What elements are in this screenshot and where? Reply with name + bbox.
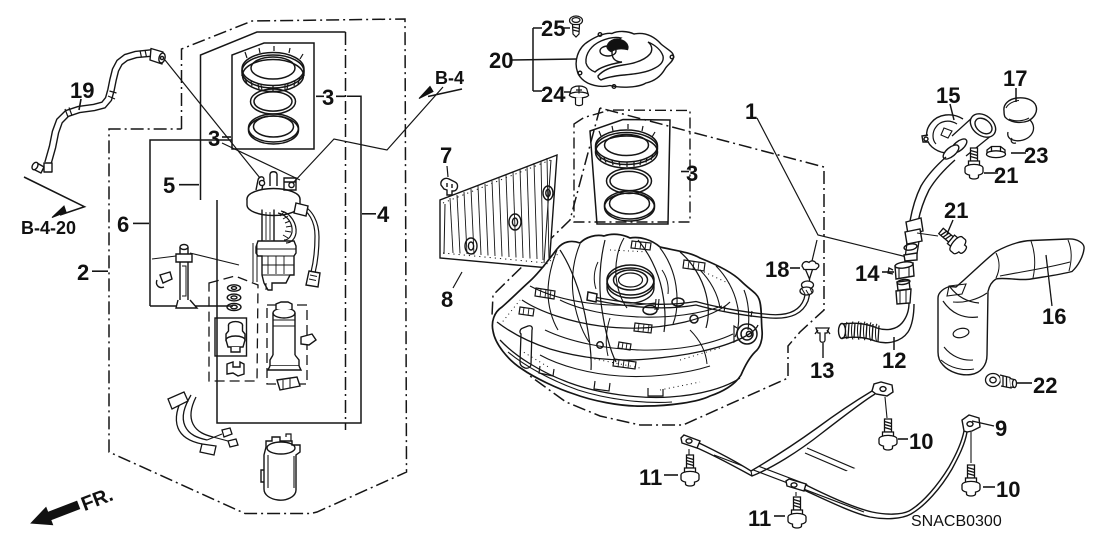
svg-text:22: 22 bbox=[1033, 373, 1057, 398]
svg-text:3: 3 bbox=[208, 126, 220, 151]
svg-text:23: 23 bbox=[1024, 143, 1048, 168]
svg-text:17: 17 bbox=[1003, 66, 1027, 91]
svg-text:10: 10 bbox=[996, 477, 1020, 502]
svg-text:24: 24 bbox=[541, 82, 566, 107]
svg-text:3: 3 bbox=[322, 85, 334, 110]
svg-text:25: 25 bbox=[541, 16, 565, 41]
svg-text:16: 16 bbox=[1042, 304, 1066, 329]
svg-text:11: 11 bbox=[748, 506, 771, 531]
svg-text:6: 6 bbox=[117, 212, 129, 237]
svg-text:10: 10 bbox=[909, 429, 933, 454]
svg-text:9: 9 bbox=[995, 416, 1007, 441]
svg-text:4: 4 bbox=[377, 202, 390, 227]
svg-text:21: 21 bbox=[944, 198, 968, 223]
svg-text:SNACB0300: SNACB0300 bbox=[911, 513, 1002, 530]
svg-text:B-4: B-4 bbox=[435, 68, 464, 88]
svg-text:1: 1 bbox=[745, 99, 757, 124]
svg-text:12: 12 bbox=[882, 348, 906, 373]
svg-text:14: 14 bbox=[855, 261, 880, 286]
svg-text:2: 2 bbox=[77, 260, 89, 285]
svg-text:11: 11 bbox=[639, 465, 662, 490]
svg-text:B-4-20: B-4-20 bbox=[21, 218, 76, 238]
svg-text:3: 3 bbox=[686, 161, 698, 186]
svg-text:20: 20 bbox=[489, 48, 513, 73]
svg-text:FR.: FR. bbox=[78, 484, 116, 516]
svg-text:18: 18 bbox=[765, 257, 789, 282]
svg-text:19: 19 bbox=[70, 78, 94, 103]
svg-text:7: 7 bbox=[440, 143, 452, 168]
svg-text:13: 13 bbox=[810, 358, 834, 383]
svg-text:8: 8 bbox=[441, 287, 453, 312]
svg-text:15: 15 bbox=[936, 83, 960, 108]
svg-text:21: 21 bbox=[994, 163, 1018, 188]
svg-text:5: 5 bbox=[163, 173, 175, 198]
